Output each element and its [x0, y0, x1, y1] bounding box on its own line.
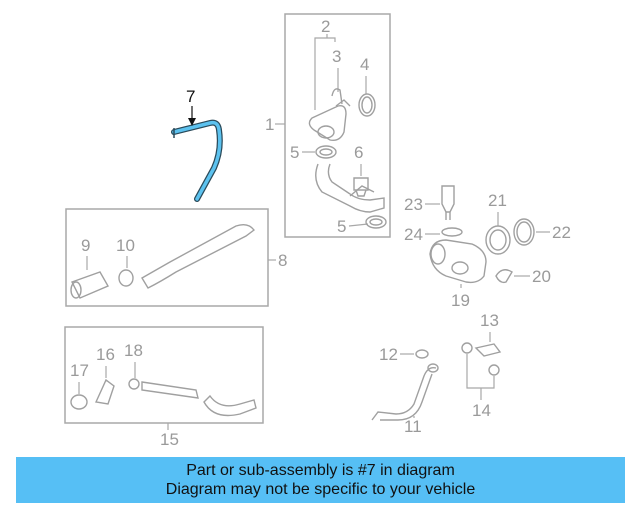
- group-box-8: [65, 208, 269, 307]
- callout-11: 11: [404, 417, 422, 436]
- parts-diagram: 7 2 3 4 1 5 6 5 23 21: [64, 13, 571, 449]
- part-23-sensor: [441, 185, 455, 220]
- part-21-thermostat: [485, 225, 511, 255]
- part-13-hose: [474, 343, 502, 357]
- callout-4: 4: [360, 55, 369, 74]
- callout-12: 12: [379, 345, 398, 364]
- part-14-clamps: [461, 342, 500, 376]
- callout-5a: 5: [290, 143, 299, 162]
- callout-23: 23: [404, 195, 423, 214]
- callout-8: 8: [278, 251, 287, 270]
- part-18-clamp: [128, 378, 140, 390]
- part-12-clamp: [415, 349, 429, 359]
- part-4-oring: [358, 93, 376, 117]
- part-6-sensor: [353, 177, 369, 197]
- callout-15: 15: [160, 430, 179, 449]
- part-2-outlet: [308, 99, 351, 142]
- leader-7: [188, 106, 196, 126]
- callout-7: 7: [186, 87, 195, 106]
- callout-17: 17: [70, 361, 89, 380]
- group-box-15: [64, 326, 264, 424]
- part-19-housing: [429, 239, 487, 284]
- part-5-clamp-upper: [315, 145, 337, 159]
- callout-18: 18: [124, 341, 143, 360]
- info-banner: Part or sub-assembly is #7 in diagram Di…: [16, 457, 625, 503]
- part-9-flange: [70, 271, 109, 299]
- callout-10: 10: [116, 236, 135, 255]
- part-16-bracket: [94, 378, 115, 405]
- callout-16: 16: [96, 345, 115, 364]
- part-1-pipe: [315, 163, 385, 213]
- part-17-clamp: [70, 394, 88, 410]
- callout-20: 20: [532, 267, 551, 286]
- part-22-gasket: [513, 218, 535, 246]
- callout-9: 9: [81, 236, 90, 255]
- callout-5b: 5: [337, 217, 346, 236]
- callout-2: 2: [321, 17, 330, 36]
- part-3-clip: [331, 88, 343, 105]
- leader-14: [466, 354, 495, 400]
- banner-line-1: Part or sub-assembly is #7 in diagram: [186, 462, 455, 479]
- group-box-1: [284, 13, 391, 238]
- part-11-pipe: [371, 363, 439, 421]
- part-24-oring: [441, 227, 463, 237]
- part-5-clamp-lower: [365, 215, 387, 229]
- part-15-pipe: [141, 381, 257, 417]
- callout-3: 3: [332, 47, 341, 66]
- callout-14: 14: [472, 401, 491, 420]
- callout-24: 24: [404, 225, 423, 244]
- callout-21: 21: [488, 191, 507, 210]
- callout-1: 1: [265, 115, 274, 134]
- part-7-hose[interactable]: [171, 119, 223, 202]
- callout-6: 6: [354, 143, 363, 162]
- part-8-hose: [141, 223, 255, 289]
- callout-13: 13: [480, 311, 499, 330]
- part-20-clip: [495, 269, 513, 284]
- part-10-clamp: [118, 269, 134, 287]
- banner-line-2: Diagram may not be specific to your vehi…: [165, 481, 476, 498]
- callout-22: 22: [552, 223, 571, 242]
- callout-19: 19: [451, 291, 470, 310]
